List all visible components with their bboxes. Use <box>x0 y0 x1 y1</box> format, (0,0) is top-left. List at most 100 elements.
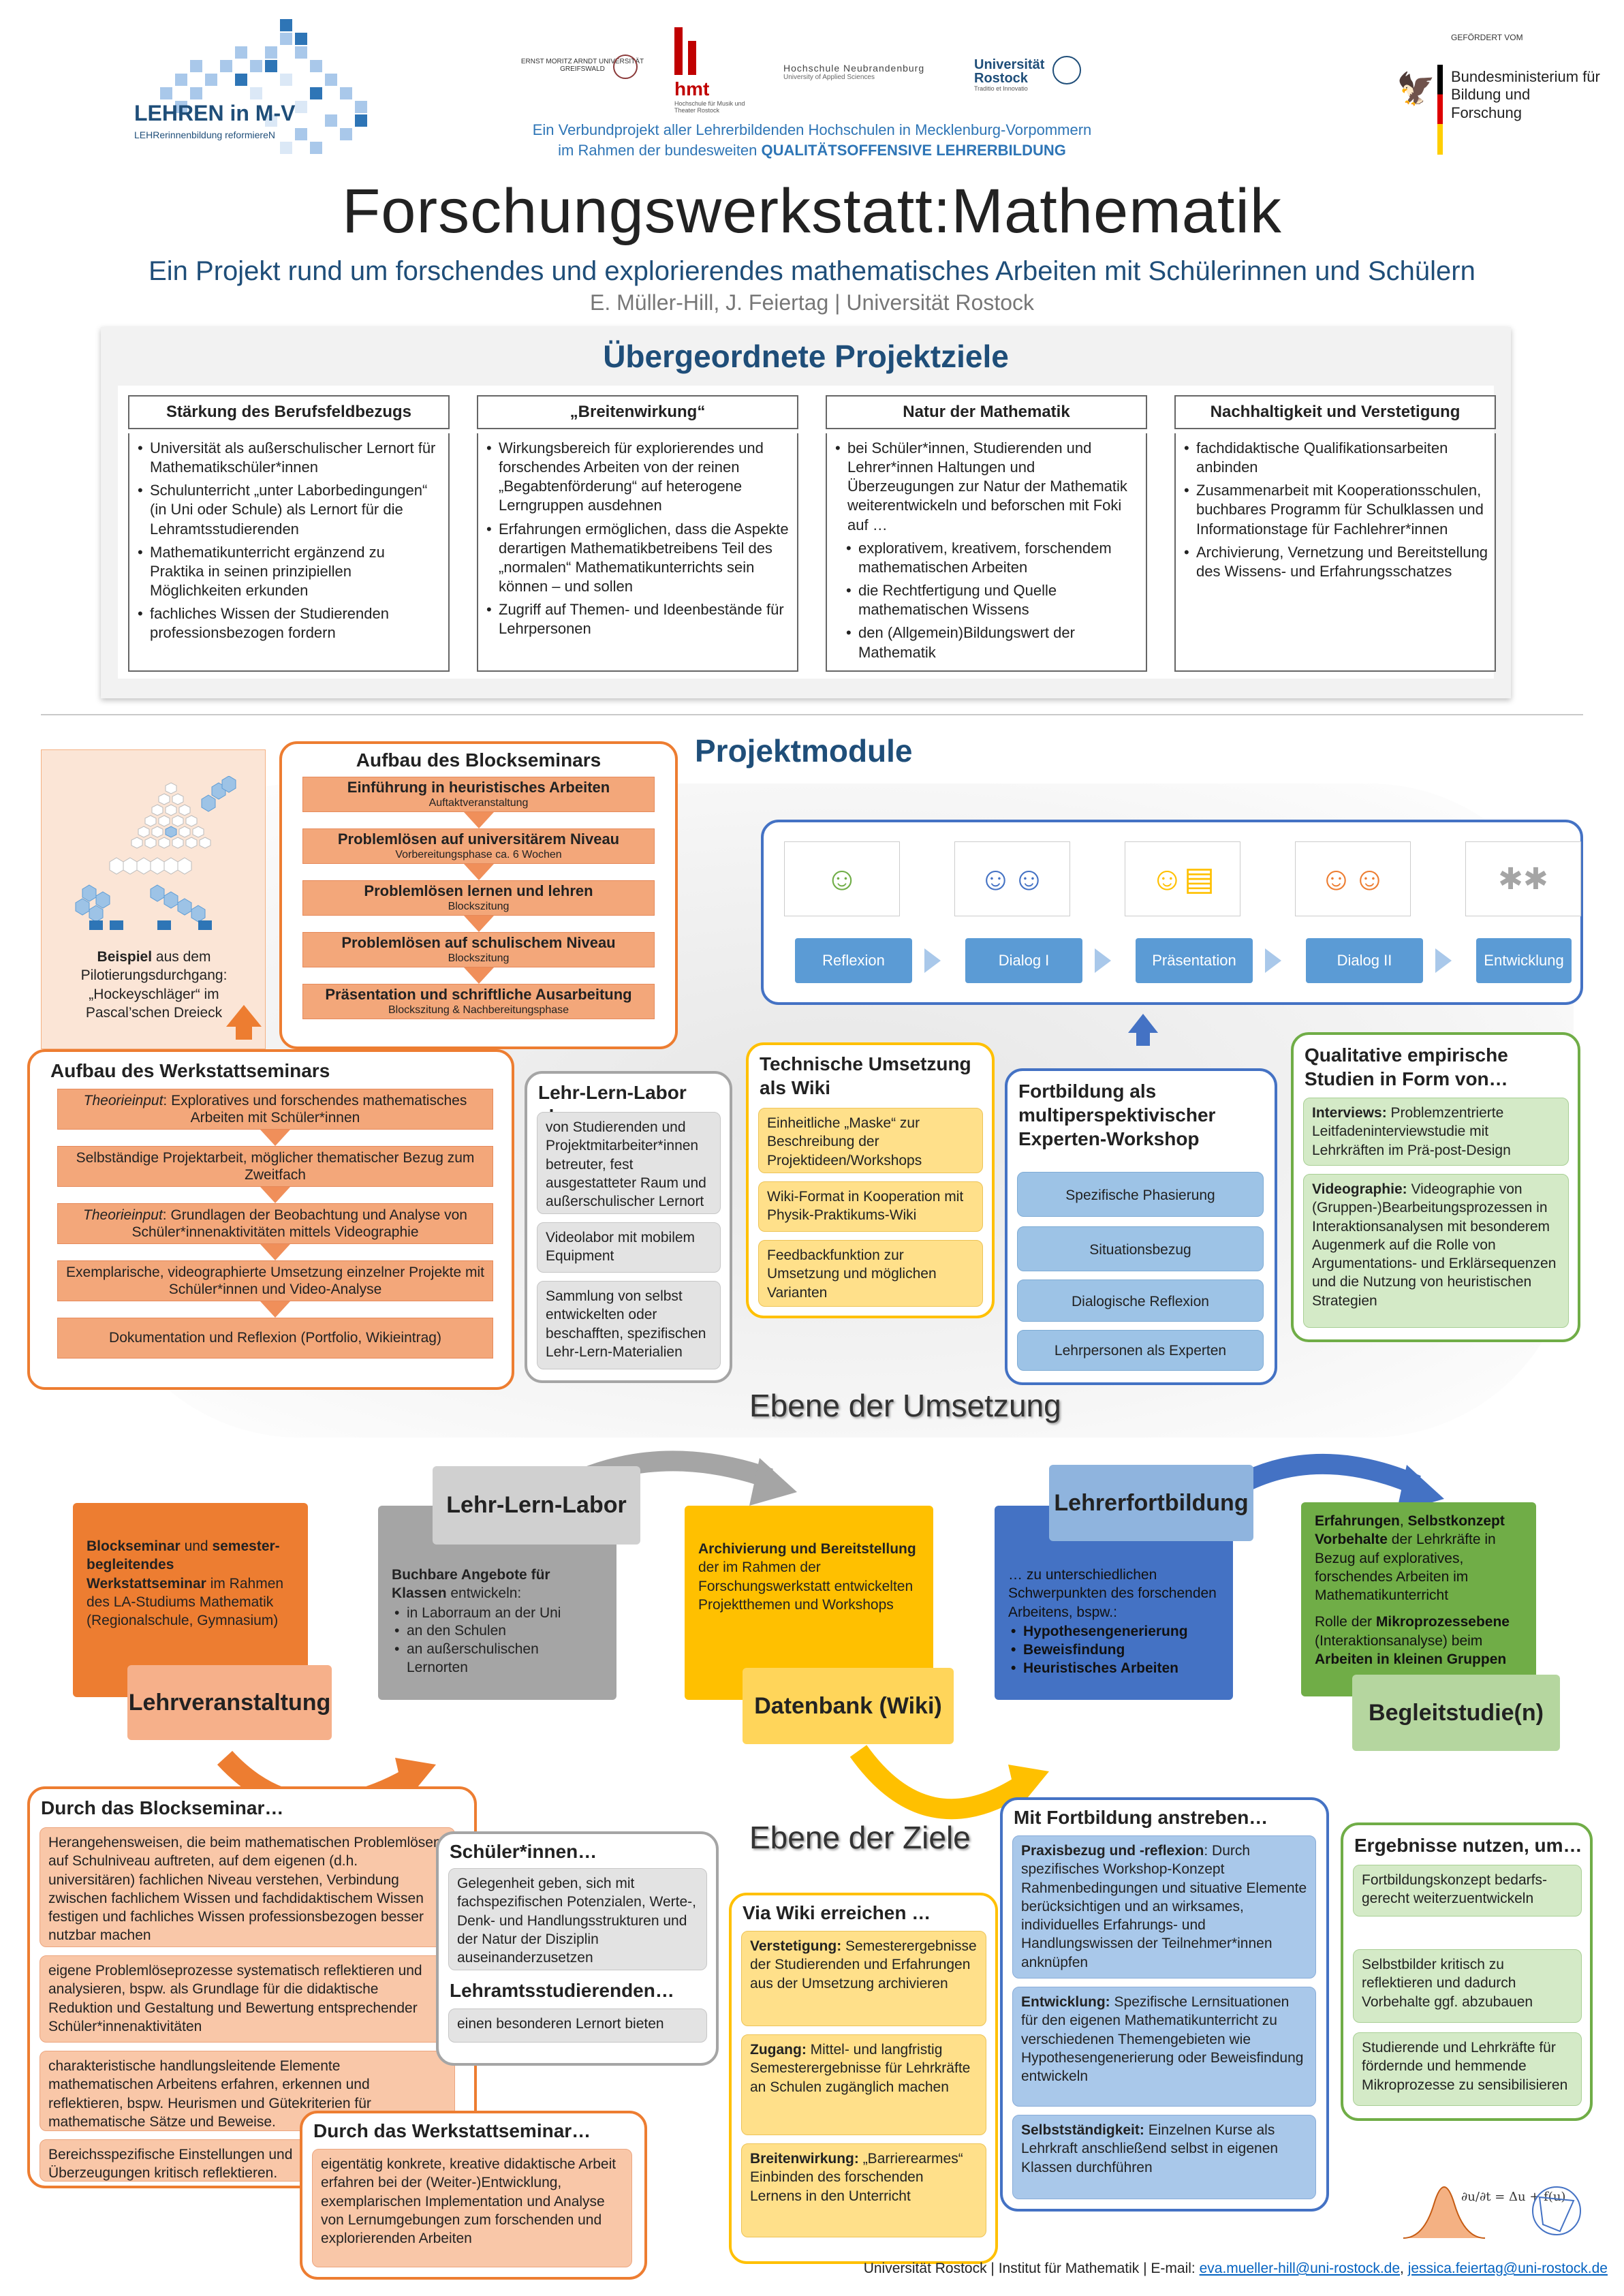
ziele-block-title: Durch das Blockseminar… <box>41 1797 284 1818</box>
lf-item-3: Heuristisches Arbeiten <box>1008 1660 1219 1678</box>
block-arrow-1-icon <box>463 812 494 828</box>
bmbf-flag-icon <box>1437 65 1443 155</box>
werkstatt-step-1-italic: Theorieinput <box>83 1093 163 1108</box>
verbund-line-2: im Rahmen der bundesweiten QUALITÄTSOFFE… <box>0 142 1624 159</box>
werkstatt-title: Aufbau des Werkstattseminars <box>50 1060 330 1081</box>
logo-lehren-mv: LEHREN in M-V LEHRerinnenbildung reformi… <box>133 12 399 164</box>
goal-2-title: „Breitenwirkung“ <box>477 395 798 429</box>
goal-column-4: Nachhaltigkeit und Verstetigung fachdida… <box>1174 395 1496 672</box>
ebene-ziele-heading: Ebene der Ziele <box>749 1820 971 1855</box>
ebene-umsetzung-heading: Ebene der Umsetzung <box>749 1388 1061 1423</box>
ziele-block-item-1: Herangehensweisen, die beim mathematisch… <box>40 1827 455 1947</box>
ziele-wiki-panel: Via Wiki erreichen … Verstetigung: Semes… <box>729 1893 998 2264</box>
wiki-tech-title: Technische Umsetzung als Wiki <box>760 1053 971 1098</box>
ziele-wiki-item-1: Verstetigung: Semesterergebnisse der Stu… <box>741 1931 986 2026</box>
werkstatt-panel: Aufbau des Werkstattseminars Theorieinpu… <box>27 1049 514 1390</box>
example-arrow-stem <box>236 1026 252 1040</box>
goal-3-subitem-1: explorativem, kreativem, forschendem mat… <box>843 539 1140 577</box>
svg-text:∂u/∂t = Δu + f(u): ∂u/∂t = Δu + f(u) <box>1461 2190 1565 2204</box>
ziele-schueler-title: Schüler*innen… <box>450 1841 597 1862</box>
goal-column-3: Natur der Mathematik bei Schüler*innen, … <box>826 395 1147 672</box>
funded-by-label: GEFÖRDERT VOM <box>1451 33 1523 42</box>
goal-column-1: Stärkung des Berufsfeldbezugs Universitä… <box>128 395 450 672</box>
logo-subtitle: LEHRerinnenbildung reformiereN <box>134 129 275 140</box>
footer-email-1[interactable]: eva.mueller-hill@uni-rostock.de <box>1199 2261 1401 2276</box>
process-sketch-1-icon: ☺ <box>784 841 900 916</box>
example-arrow-up-icon <box>226 1005 262 1027</box>
ziele-wiki-item-2-text: Mittel- und langfristig Semesterergebnis… <box>750 2042 971 2095</box>
process-step-dialog-2: Dialog II <box>1306 938 1423 983</box>
footer-text: Universität Rostock | Institut für Mathe… <box>863 2261 1200 2276</box>
lv-box: Blockseminar und semester-begleitendes W… <box>73 1503 308 1697</box>
ziele-werkstatt-panel: Durch das Werkstattseminar… eigentätig k… <box>300 2111 647 2280</box>
ziele-wiki-item-3: Breitenwirkung: „Barrierearmes“ Einbinde… <box>741 2143 986 2237</box>
footer-email-2[interactable]: jessica.feiertag@uni-rostock.de <box>1407 2261 1608 2276</box>
fortbildung-item-2: Situationsbezug <box>1017 1226 1264 1271</box>
goal-1-item-2: Schulunterricht „unter Laborbedingungen“… <box>135 481 443 538</box>
arrow-yellow-curve-icon <box>849 1745 1028 1820</box>
lf-item-1: Hypothesengenerierung <box>1008 1623 1219 1641</box>
bs-label: Begleitstudie(n) <box>1352 1675 1560 1751</box>
studien-item-1: Interviews: Problemzentrierte Leitfadeni… <box>1303 1098 1569 1166</box>
ziele-wiki-title: Via Wiki erreichen … <box>743 1902 931 1923</box>
werkstatt-step-5: Dokumentation und Reflexion (Portfolio, … <box>57 1318 493 1359</box>
fortbildung-panel: Fortbildung als multiperspektivischer Ex… <box>1005 1068 1277 1385</box>
process-arrow-4-icon <box>1435 948 1452 973</box>
lf-text: … zu unterschiedlichen Schwerpunkten des… <box>1008 1567 1217 1620</box>
lv-text-2: im Rahmen des LA-Studiums Mathematik (Re… <box>87 1575 284 1629</box>
verbund-line-2b: QUALITÄTSOFFENSIVE LEHRERBILDUNG <box>761 142 1066 159</box>
block-step-2-sub: Vorbereitungsphase ca. 6 Wochen <box>395 849 562 861</box>
uni-rostock-label: Universität Rostock <box>974 57 1045 86</box>
ll-item-2: an den Schulen <box>392 1622 603 1641</box>
process-sketch-2-icon: ☺☺ <box>954 841 1070 916</box>
divider <box>41 714 1583 715</box>
goal-3-subitem-3: den (Allgemein)Bildungswert der Mathemat… <box>843 623 1140 662</box>
ziele-ergebnisse-item-1: Fortbildungskonzept bedarfs-gerecht weit… <box>1353 1865 1582 1917</box>
bs-text-4: (Interaktionsanalyse) beim <box>1315 1632 1483 1649</box>
lf-item-2: Beweisfindung <box>1008 1641 1219 1660</box>
werkstatt-steps: Theorieinput: Exploratives und forschend… <box>57 1089 493 1359</box>
ziele-fortbildung-item-3: Selbstständigkeit: Einzelnen Kurse als L… <box>1012 2115 1316 2199</box>
fortbildung-item-1: Spezifische Phasierung <box>1017 1172 1264 1217</box>
logo-uni-rostock: Universität Rostock Traditio et Innovati… <box>974 58 1083 92</box>
studien-item-2: Videographie: Videographie von (Gruppen-… <box>1303 1174 1569 1328</box>
ziele-wiki-item-2: Zugang: Mittel- und langfristig Semester… <box>741 2034 986 2135</box>
ziele-ergebnisse-panel: Ergebnisse nutzen, um… Fortbildungskonze… <box>1341 1822 1593 2121</box>
uni-rostock-seal-icon <box>1052 56 1081 84</box>
ziele-fortbildung-item-2-bold: Entwicklung: <box>1021 1994 1110 2010</box>
modules-heading: Projektmodule <box>695 733 913 769</box>
verbund-line-1: Ein Verbundprojekt aller Lehrerbildenden… <box>532 121 1092 138</box>
ziele-wiki-item-3-bold: Breitenwirkung: <box>750 2151 859 2167</box>
hmt-label: hmt <box>674 78 710 99</box>
db-box: Archivierung und Bereitstellung der im R… <box>685 1506 933 1700</box>
werkstatt-step-1: Theorieinput: Exploratives und forschend… <box>57 1089 493 1130</box>
goal-1-title: Stärkung des Berufsfeldbezugs <box>128 395 450 429</box>
block-seminar-panel: Aufbau des Blockseminars Einführung in h… <box>279 741 678 1049</box>
process-step-praesentation: Präsentation <box>1136 938 1253 983</box>
ll-label: Lehr-Lern-Labor <box>433 1466 640 1545</box>
ziele-student-item: einen besonderen Lernort bieten <box>448 2008 707 2043</box>
ziele-wiki-item-1-bold: Verstetigung: <box>750 1938 842 1954</box>
studien-item-2-text: Videographie von (Gruppen-)Bearbeitungsp… <box>1312 1181 1557 1309</box>
block-arrow-2-icon <box>463 864 494 880</box>
process-step-entwicklung: Entwicklung <box>1476 938 1572 983</box>
ziele-block-item-2: eigene Problemlöseprozesse systematisch … <box>40 1955 455 2043</box>
process-sketch-3-icon: ☺▤ <box>1125 841 1240 916</box>
arrow-blue-head-icon <box>1396 1465 1444 1512</box>
bs-bold-5: Arbeiten in kleinen Gruppen <box>1315 1651 1507 1668</box>
block-step-3-title: Problemlösen lernen und lehren <box>364 882 593 899</box>
goals-panel: Übergeordnete Projektziele Stärkung des … <box>101 327 1511 698</box>
db-text: der im Rahmen der Forschungswerkstatt en… <box>698 1560 914 1613</box>
pascal-triangle-icon <box>75 776 236 930</box>
werkstatt-step-3-italic: Theorieinput <box>83 1207 163 1223</box>
lv-text-1: und <box>180 1538 213 1554</box>
footer-sep: , <box>1400 2261 1408 2276</box>
logo-uni-greifswald: ERNST MORITZ ARNDT UNIVERSITÄT GREIFSWAL… <box>518 58 647 73</box>
db-label: Datenbank (Wiki) <box>743 1668 954 1744</box>
ziele-ergebnisse-item-2: Selbstbilder kritisch zu reflektieren un… <box>1353 1949 1582 2023</box>
goal-column-2: „Breitenwirkung“ Wirkungsbereich für exp… <box>477 395 798 672</box>
process-arrow-3-icon <box>1265 948 1281 973</box>
bmbf-eagle-icon: 🦅 <box>1396 71 1436 106</box>
fortbildung-title: Fortbildung als multiperspektivischer Ex… <box>1018 1081 1216 1149</box>
